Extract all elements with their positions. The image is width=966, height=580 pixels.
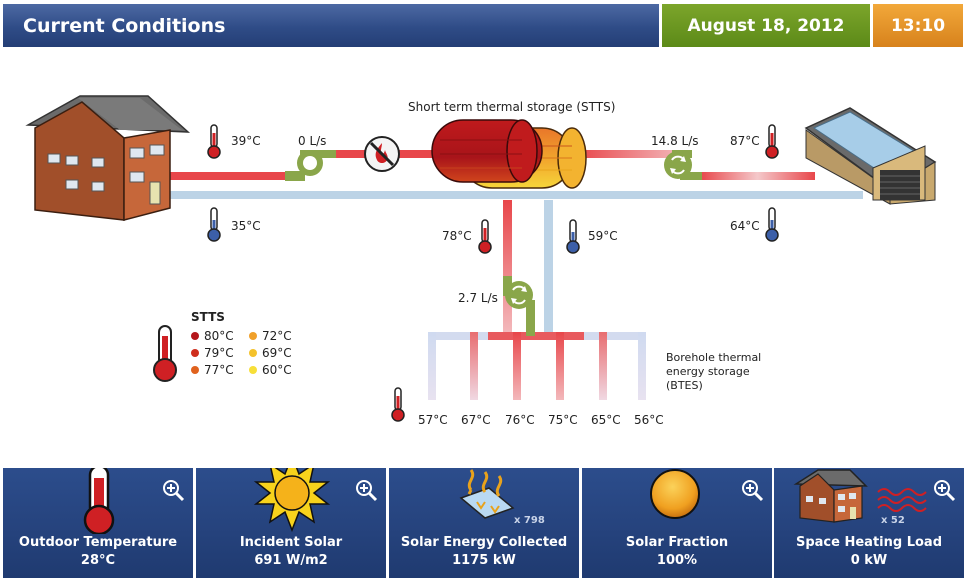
page-title: Current Conditions <box>3 4 659 47</box>
legend-temp: 69°C <box>262 346 292 360</box>
heating-multiplier: x 52 <box>881 515 905 526</box>
solar-fraction-orb-icon <box>650 469 700 519</box>
panel-value: 691 W/m2 <box>254 553 328 568</box>
borehole-temp: 76°C <box>505 413 535 427</box>
thermometer-cold-icon <box>765 207 779 242</box>
stts-legend-title: STTS <box>191 310 225 324</box>
btes-return-temp: 59°C <box>588 229 618 243</box>
panel-solar-energy-collected[interactable]: x 798 Solar Energy Collected 1175 kW <box>389 468 579 578</box>
burner-off-icon[interactable] <box>364 136 400 172</box>
zoom-in-icon[interactable] <box>932 478 956 502</box>
panel-title: Outdoor Temperature <box>18 535 178 550</box>
btes-flow-rate: 2.7 L/s <box>458 291 498 305</box>
thermometer-hot-icon <box>207 124 221 159</box>
btes-label-line3: (BTES) <box>666 379 703 392</box>
house-pump-icon[interactable] <box>285 150 336 181</box>
panel-solar-fraction[interactable]: Solar Fraction 100% <box>582 468 772 578</box>
garage-supply-pipe <box>700 172 815 180</box>
btes-supply-temp: 78°C <box>442 229 472 243</box>
solar-collector-icon <box>459 469 515 519</box>
btes-supply-pipe <box>503 200 512 332</box>
thermometer-icon <box>83 468 115 534</box>
panel-value: 1175 kW <box>452 553 516 568</box>
panel-space-heating-load[interactable]: x 52 Space Heating Load 0 kW <box>774 468 964 578</box>
thermometer-hot-icon <box>765 124 779 159</box>
panel-value: 28°C <box>80 553 116 568</box>
legend-dot <box>191 332 199 340</box>
garage-return-temp: 64°C <box>730 219 760 233</box>
zoom-in-icon[interactable] <box>740 478 764 502</box>
garage-flow-rate: 14.8 L/s <box>651 134 699 148</box>
zoom-in-icon[interactable] <box>161 478 185 502</box>
stts-legend-thermometer-icon <box>153 325 177 382</box>
borehole-temp: 57°C <box>418 413 448 427</box>
panel-value: 100% <box>656 553 698 568</box>
sun-icon <box>253 468 331 533</box>
time-display: 13:10 <box>873 4 963 47</box>
zoom-in-icon[interactable] <box>354 478 378 502</box>
legend-temp: 80°C <box>204 329 234 343</box>
thermometer-hot-icon <box>478 219 492 254</box>
panel-title: Solar Fraction <box>625 535 729 550</box>
panel-incident-solar[interactable]: Incident Solar 691 W/m2 <box>196 468 386 578</box>
borehole-temp: 67°C <box>461 413 491 427</box>
garage-icon <box>804 107 937 205</box>
borehole-temp: 75°C <box>548 413 578 427</box>
thermometer-hot-icon <box>391 387 405 422</box>
garage-pump-icon[interactable] <box>664 150 702 180</box>
btes-pump-icon[interactable] <box>503 276 535 336</box>
panel-title: Space Heating Load <box>795 535 942 550</box>
borehole-temp: 56°C <box>634 413 664 427</box>
stts-tanks-icon <box>431 119 587 189</box>
thermometer-cold-icon <box>207 207 221 242</box>
btes-manifold <box>428 332 646 400</box>
garage-supply-pipe-upper <box>575 150 675 158</box>
house-heat-icon <box>793 469 927 523</box>
btes-return-pipe <box>544 200 553 332</box>
stts-label: Short term thermal storage (STTS) <box>408 100 615 114</box>
house-return-pipe <box>168 191 863 199</box>
house-icon <box>25 95 191 221</box>
thermometer-cold-icon <box>566 219 580 254</box>
house-flow-rate: 0 L/s <box>298 134 326 148</box>
legend-dot <box>191 366 199 374</box>
panel-value: 0 kW <box>850 553 888 568</box>
legend-dot <box>249 349 257 357</box>
legend-dot <box>249 366 257 374</box>
btes-label-line2: energy storage <box>666 365 750 378</box>
house-return-temp: 35°C <box>231 219 261 233</box>
panel-title: Incident Solar <box>239 535 343 550</box>
house-supply-temp: 39°C <box>231 134 261 148</box>
legend-dot <box>191 349 199 357</box>
borehole-temp: 65°C <box>591 413 621 427</box>
panel-title: Solar Energy Collected <box>400 535 568 550</box>
collector-multiplier: x 798 <box>514 515 545 526</box>
stts-legend: STTS 80°C 79°C 77°C 72°C 69°C 60°C <box>191 310 292 377</box>
legend-temp: 79°C <box>204 346 234 360</box>
garage-supply-temp: 87°C <box>730 134 760 148</box>
legend-temp: 77°C <box>204 363 234 377</box>
btes-label-line1: Borehole thermal <box>666 351 761 364</box>
legend-temp: 72°C <box>262 329 292 343</box>
legend-dot <box>249 332 257 340</box>
legend-temp: 60°C <box>262 363 292 377</box>
panel-outdoor-temperature[interactable]: Outdoor Temperature 28°C <box>3 468 193 578</box>
date-display: August 18, 2012 <box>662 4 870 47</box>
system-schematic: Short term thermal storage (STTS) 39°C 3… <box>25 95 937 427</box>
